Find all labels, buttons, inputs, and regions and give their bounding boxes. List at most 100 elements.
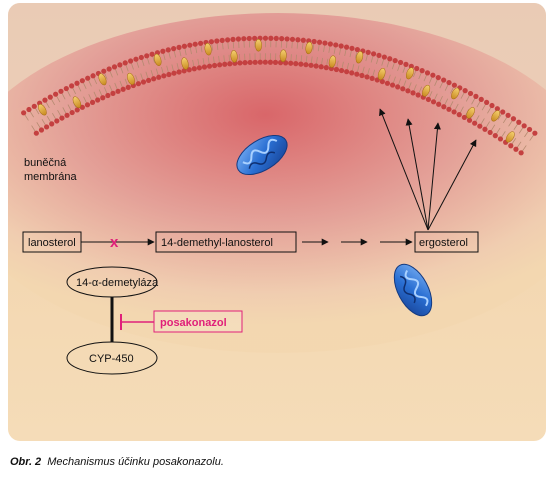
lipid-head: [161, 73, 167, 79]
lipid-head: [196, 65, 202, 71]
lipid-head: [415, 92, 421, 98]
lipid-head: [151, 76, 157, 82]
lipid-head: [212, 62, 218, 69]
lipid-head: [47, 94, 53, 100]
lipid-head: [516, 119, 522, 125]
membrane-label-line2: membrána: [24, 171, 77, 183]
lipid-head: [135, 81, 142, 87]
lipid-head: [323, 65, 329, 71]
ergosterol-box: [414, 231, 479, 253]
lipid-head: [267, 59, 274, 65]
lipid-head: [508, 143, 514, 149]
ergosterol-label: ergosterol: [419, 237, 468, 249]
lipid-head: [384, 80, 391, 86]
sterol-molecule: [355, 51, 364, 64]
lipid-head: [247, 59, 253, 66]
lipid-head: [365, 49, 371, 55]
lipid-head: [466, 117, 473, 123]
lipid-head: [494, 106, 500, 112]
lipid-head: [122, 60, 128, 66]
lipid-head: [327, 41, 333, 47]
lipid-head: [482, 126, 488, 132]
lipid-head: [31, 103, 37, 109]
lipid-head: [456, 112, 462, 118]
lipid-head: [311, 38, 317, 45]
lipid-head: [403, 61, 409, 67]
lipid-head: [217, 62, 223, 68]
lipid-head: [376, 52, 382, 59]
lipid-head: [435, 74, 441, 81]
lipid-head: [318, 64, 324, 70]
figure-caption: Obr. 2 Mechanismus účinku posakonazolu.: [10, 456, 224, 468]
lipid-head: [451, 82, 458, 88]
lipid-head: [316, 39, 323, 45]
lipid-head: [90, 73, 96, 79]
figure-caption-label: Obr. 2: [10, 456, 42, 468]
lipid-head: [472, 120, 478, 126]
sterol-molecule: [405, 67, 414, 80]
figure-caption-text: Mechanismus účinku posakonazolu.: [47, 456, 224, 468]
sterol-molecule: [255, 38, 262, 52]
lipid-head: [461, 114, 467, 121]
arrow-ergosterol-membrane-1: [379, 108, 429, 231]
lipid-head: [235, 36, 242, 42]
lipid-head: [42, 97, 48, 103]
mechanism-diagram: buněčná membrána lanosterol 14-demethyl-…: [8, 3, 546, 441]
lipid-head: [58, 88, 64, 94]
lipid-head: [237, 60, 243, 66]
lipid-head: [242, 60, 248, 66]
lipid-head: [85, 75, 91, 81]
lipid-head: [53, 91, 59, 97]
sterol-molecule: [127, 72, 135, 85]
lipid-head: [300, 37, 306, 43]
lipid-head: [192, 41, 198, 47]
lipid-head: [389, 82, 396, 88]
sterol-molecule: [154, 53, 162, 66]
lipid-head: [532, 130, 538, 136]
lipid-head: [497, 136, 504, 142]
lipid-head: [446, 106, 452, 112]
lipid-head: [405, 88, 411, 94]
lipid-head: [140, 79, 147, 85]
lipid-head: [79, 78, 85, 84]
sterol-molecule: [181, 57, 189, 70]
lipid-head: [505, 112, 511, 118]
sterol-molecule: [98, 73, 107, 86]
lanosterol-label: lanosterol: [28, 237, 76, 249]
lipid-head: [176, 69, 182, 75]
lipid-head: [257, 59, 263, 65]
lipid-head: [21, 110, 27, 116]
cell-membrane: [21, 35, 538, 156]
lipid-head: [518, 150, 524, 156]
lipid-head: [279, 36, 285, 42]
lipid-head: [54, 118, 60, 124]
posakonazol-box: [153, 310, 243, 333]
lipid-head: [101, 68, 107, 74]
lipid-head: [227, 61, 233, 67]
sterol-molecule: [204, 43, 212, 56]
lipid-head: [354, 46, 360, 53]
lipid-head: [436, 101, 442, 107]
lipid-head: [451, 109, 457, 115]
lipid-head: [289, 36, 296, 42]
lipid-head: [252, 35, 258, 41]
lipid-head: [100, 95, 106, 101]
lipid-head: [117, 62, 123, 68]
arrow-ergosterol-membrane-4: [427, 139, 477, 231]
cyp-ellipse: [66, 341, 158, 375]
lipid-head: [521, 123, 527, 129]
sterol-molecule: [305, 41, 313, 55]
lipid-head: [156, 74, 162, 80]
demethyl-lanosterol-box: [155, 231, 297, 253]
lipid-head: [111, 64, 118, 70]
lipid-head: [176, 44, 182, 50]
lipid-head: [208, 39, 215, 45]
lipid-head: [462, 88, 468, 94]
lipid-head: [430, 99, 437, 105]
lipid-head: [252, 59, 258, 65]
lipid-head: [105, 92, 111, 99]
cyp-label: CYP-450: [89, 353, 134, 365]
lipid-head: [381, 54, 387, 60]
arrow-ergosterol-membrane-3: [427, 122, 441, 231]
lipid-head: [338, 67, 345, 74]
